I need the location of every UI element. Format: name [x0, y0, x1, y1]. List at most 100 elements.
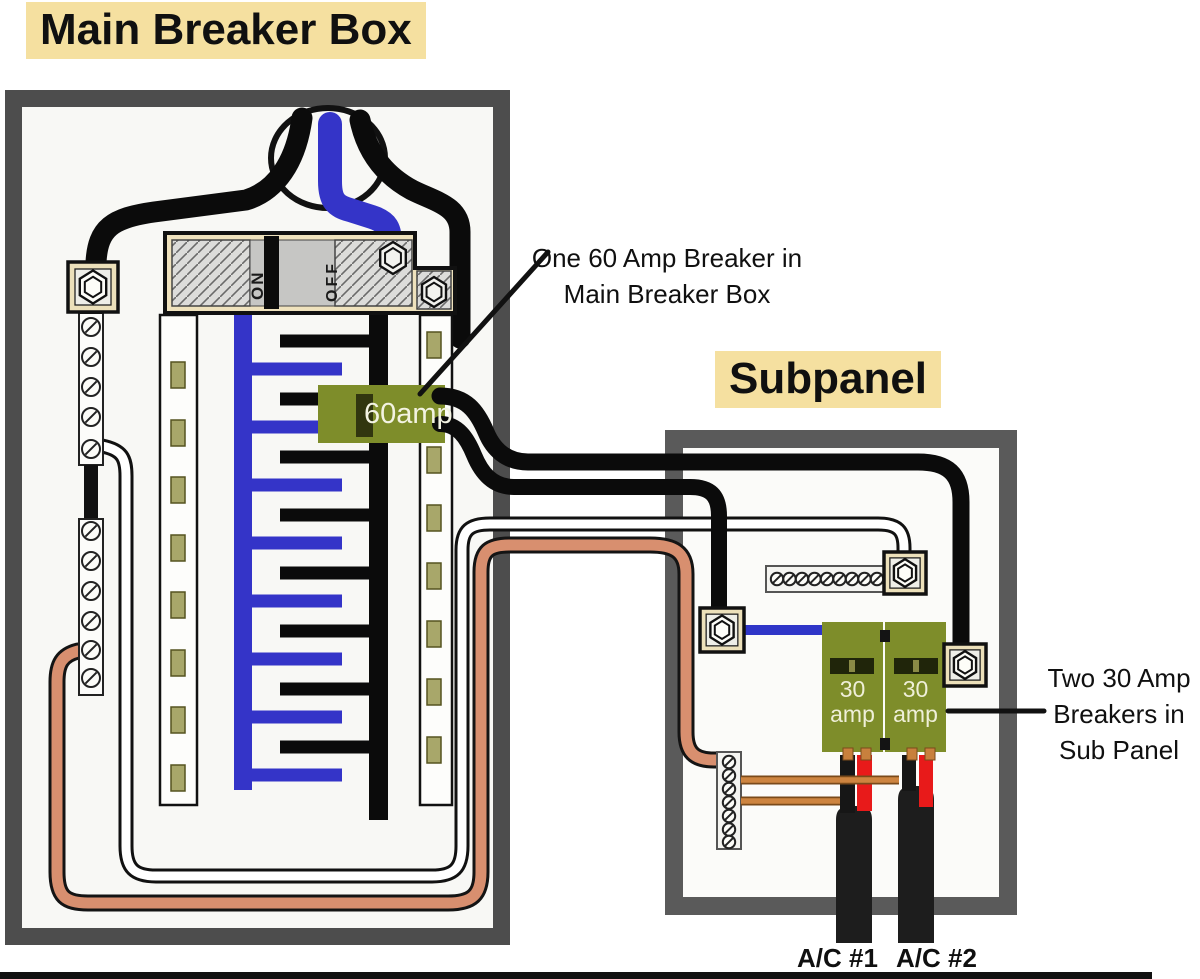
neutral-bus-bar-blue: [234, 313, 252, 790]
breaker-terminal-stub: [842, 747, 854, 761]
neutral-bus-stub: [250, 710, 342, 724]
breaker-terminal-stub: [924, 747, 936, 761]
ac2-label: A/C #2: [896, 943, 977, 973]
terminal-screw-icon: [721, 781, 737, 797]
breaker-60amp-label: 60amp: [364, 398, 453, 430]
annotation-30amp-line3: Sub Panel: [1059, 735, 1179, 765]
ac-cable-1: [836, 806, 872, 943]
hex-bolt-icon: [892, 557, 918, 589]
switch-off-label: OFF: [324, 261, 341, 302]
breaker-slot-clip: [426, 504, 442, 532]
annotation-30amp: Two 30 Amp Breakers in Sub Panel: [1040, 660, 1198, 768]
hex-bolt-icon: [420, 275, 448, 309]
terminal-screw-icon: [832, 571, 847, 587]
terminal-screw-icon: [769, 571, 785, 587]
hex-bolt-icon: [78, 269, 108, 305]
wire-lug: [882, 550, 928, 596]
wire-lug: [698, 606, 746, 654]
annotation-30amp-line1: Two 30 Amp: [1047, 663, 1191, 693]
breaker-tie-clip-top: [880, 630, 890, 642]
main-breaker-hatch-left: [171, 239, 251, 307]
terminal-screw-icon: [782, 571, 797, 587]
breaker-tie-clip-bottom: [880, 738, 890, 750]
feeder-hot-wire-2: [432, 416, 727, 622]
hex-bolt-icon: [952, 649, 978, 681]
breaker-30amp-1-value: 30: [839, 676, 866, 702]
breaker-slot-clip: [170, 649, 186, 677]
breaker-30amp-2-value: 30: [902, 676, 929, 702]
ground-wire-copper: [51, 539, 728, 909]
service-hot-wire-right: [349, 109, 471, 349]
annotation-60amp-line1: One 60 Amp Breaker in: [531, 243, 803, 273]
terminal-screw-icon: [81, 317, 101, 337]
terminal-screw-icon: [81, 668, 101, 688]
terminal-screw-icon: [807, 571, 822, 587]
breaker-30amp-1-unit: amp: [830, 701, 875, 727]
terminal-screw-icon: [81, 551, 101, 571]
terminal-screw-icon: [81, 407, 101, 427]
ac1-label: A/C #1: [797, 943, 878, 973]
terminal-screw-icon: [857, 571, 872, 587]
switch-on-label: ON: [248, 271, 267, 301]
hot-bus-stub: [280, 740, 380, 754]
leader-line-60amp: [417, 249, 551, 397]
service-hot-wire-left: [85, 107, 313, 273]
load-hot-red-2: [919, 755, 933, 807]
terminal-screw-icon: [81, 581, 101, 601]
wire-lug: [942, 642, 988, 688]
annotation-30amp-line2: Breakers in: [1053, 699, 1185, 729]
hot-bus-stub: [280, 682, 380, 696]
wire-lug: [66, 260, 120, 314]
breaker-switch-pin-1: [849, 660, 855, 672]
bottom-bar: [0, 972, 1152, 979]
breaker-terminal-stub: [906, 747, 918, 761]
breaker-slot-clip: [170, 361, 186, 389]
feeder-hot-wire-1: [431, 387, 970, 661]
breaker-slot-clip: [426, 331, 442, 359]
breaker-slot-clip: [170, 764, 186, 792]
terminal-screw-icon: [721, 834, 737, 850]
terminal-screw-icon: [81, 347, 101, 367]
main-breaker-switch-handle: [264, 236, 279, 309]
neutral-bus-stub: [250, 536, 342, 550]
breaker-slot-clip: [170, 419, 186, 447]
breaker-30amp-2-label: 30 amp: [885, 677, 946, 727]
terminal-screw-icon: [869, 571, 885, 587]
neutral-wire-white: [97, 441, 909, 881]
breaker-slot-clip: [426, 736, 442, 764]
breaker-terminal-stub: [860, 747, 872, 761]
terminal-screw-icon: [721, 795, 737, 810]
neutral-bus-stub: [250, 768, 342, 782]
terminal-screw-icon: [81, 521, 101, 541]
bus-link-wire: [84, 465, 98, 521]
neutral-bus-stub: [250, 362, 342, 376]
terminal-screw-icon: [81, 377, 101, 397]
hex-bolt-icon: [709, 614, 735, 646]
breaker-60amp-switch: [356, 394, 373, 437]
hot-bus-stub: [280, 450, 380, 464]
hex-bolt-icon: [379, 240, 407, 276]
breaker-slot-clip: [426, 446, 442, 474]
breaker-30amp-1: [822, 622, 883, 752]
neutral-bus-stub: [250, 652, 342, 666]
terminal-screw-icon: [81, 640, 101, 660]
load-hot-black-2: [902, 755, 916, 791]
breaker-slot-clip: [426, 620, 442, 648]
breaker-60amp: [318, 385, 445, 443]
breaker-slot-clip: [426, 678, 442, 706]
hot-bus-stub: [280, 334, 380, 348]
breaker-30amp-2-unit: amp: [893, 701, 938, 727]
breaker-slot-clip: [426, 562, 442, 590]
annotation-60amp-line2: Main Breaker Box: [563, 279, 771, 309]
terminal-screw-icon: [81, 439, 101, 459]
breaker-slot-clip: [170, 476, 186, 504]
subpanel-title: Subpanel: [715, 351, 942, 408]
terminal-screw-icon: [721, 754, 737, 770]
neutral-bus-stub: [250, 478, 342, 492]
breaker-30amp-2: [885, 622, 946, 752]
main-panel-title: Main Breaker Box: [26, 2, 426, 59]
hot-bus-stub: [280, 508, 380, 522]
breaker-slot-clip: [170, 706, 186, 734]
hot-bus-stub: [280, 566, 380, 580]
